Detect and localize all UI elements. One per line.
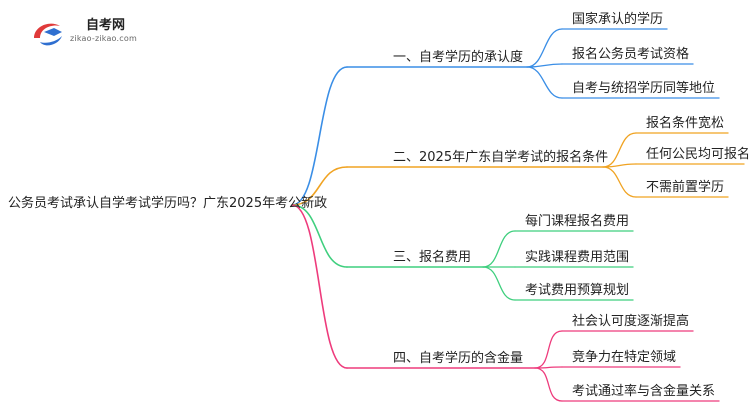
branch-1-child-2: 报名公务员考试资格 xyxy=(572,47,690,62)
branch-4-child-2: 竞争力在特定领域 xyxy=(572,350,677,365)
branch-2-child-2: 任何公民均可报名 xyxy=(646,147,750,162)
branch-1-child-3: 自考与统招学历同等地位 xyxy=(572,81,716,96)
logo-name: 自考网 xyxy=(86,18,126,33)
branch-3-child-2: 实践课程费用范围 xyxy=(525,250,630,265)
connector-branch-3-child-3 xyxy=(482,266,516,301)
branch-1-label: 一、自考学历的承认度 xyxy=(393,50,524,65)
connector-branch-1-child-1 xyxy=(526,28,563,68)
connector-branch-1-child-3 xyxy=(526,66,563,99)
connector-branch-3-child-1 xyxy=(482,230,516,268)
branch-1-child-1: 国家承认的学历 xyxy=(572,12,664,27)
connector-root-branch-1 xyxy=(291,66,348,206)
branch-4-label: 四、自考学历的含金量 xyxy=(393,351,524,366)
branch-3-child-3: 考试费用预算规划 xyxy=(525,283,630,298)
graduation-cap-icon xyxy=(34,23,62,46)
connector-branch-4-child-1 xyxy=(534,330,563,369)
connector-root-branch-4 xyxy=(291,204,348,369)
connector-branch-2-child-1 xyxy=(602,132,637,168)
mindmap-root: 公务员考试承认自学考试学历吗？广东2025年考公新政 xyxy=(8,196,328,211)
branch-4-child-1: 社会认可度逐渐提高 xyxy=(572,314,690,329)
branch-3-label: 三、报名费用 xyxy=(393,250,472,265)
branch-2-label: 二、2025年广东自学考试的报名条件 xyxy=(393,150,609,165)
site-logo[interactable]: 自考网 zikao-zikao.com xyxy=(30,12,150,52)
connector-branch-2-child-3 xyxy=(602,166,637,198)
branch-4-child-3: 考试通过率与含金量关系 xyxy=(572,384,716,399)
logo-url: zikao-zikao.com xyxy=(70,34,137,43)
branch-2-child-1: 报名条件宽松 xyxy=(646,116,725,131)
connector-branch-4-child-3 xyxy=(534,367,563,402)
connector-root-branch-2 xyxy=(291,166,348,206)
connector-root-branch-3 xyxy=(291,204,348,268)
branch-3-child-1: 每门课程报名费用 xyxy=(525,214,630,229)
branch-2-child-3: 不需前置学历 xyxy=(646,180,725,195)
